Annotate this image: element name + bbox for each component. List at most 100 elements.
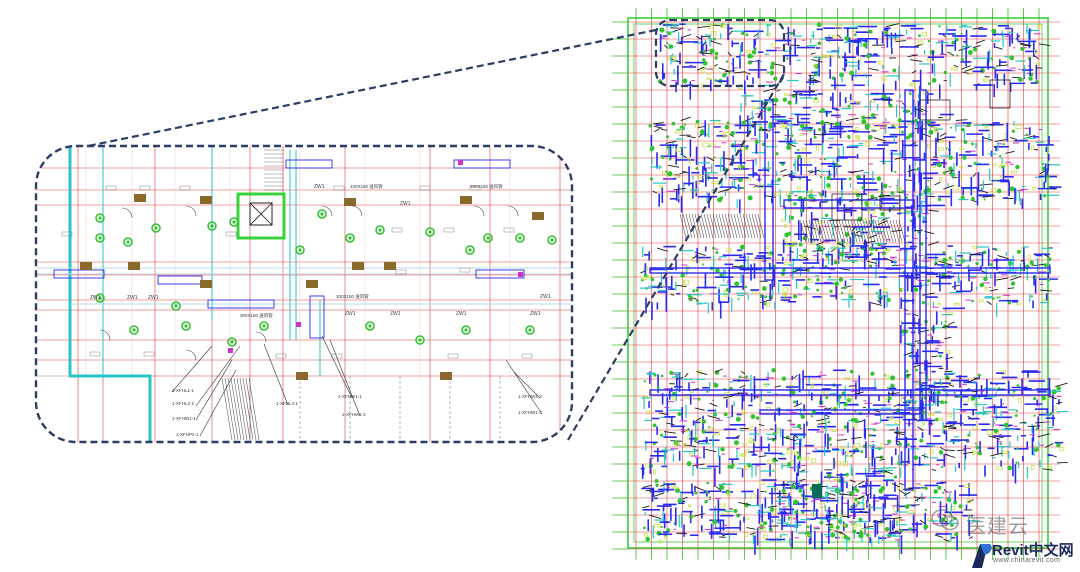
fixture-mark bbox=[870, 371, 875, 376]
fixture-mark bbox=[948, 166, 953, 171]
fixture-mark bbox=[905, 369, 909, 373]
equipment-box bbox=[840, 445, 846, 449]
room-label-box bbox=[275, 353, 287, 359]
fixture-mark bbox=[741, 120, 746, 125]
fixture-mark bbox=[734, 281, 740, 287]
equipment-box bbox=[842, 461, 848, 467]
leader-line bbox=[823, 407, 828, 410]
fixture-mark bbox=[682, 78, 688, 84]
hatch-line bbox=[748, 213, 756, 239]
fixture-mark bbox=[793, 400, 797, 404]
leader-line bbox=[964, 67, 975, 72]
equipment-box bbox=[811, 458, 817, 463]
light-fixture bbox=[461, 325, 471, 335]
hatch-line bbox=[853, 219, 861, 243]
fixture-mark bbox=[857, 216, 863, 222]
fixture-mark bbox=[819, 520, 824, 525]
equipment-box bbox=[794, 451, 800, 456]
leader-line bbox=[866, 260, 877, 264]
fixture-mark bbox=[706, 390, 709, 393]
fixture-mark bbox=[1014, 414, 1018, 417]
leader-line bbox=[329, 339, 361, 417]
equipment-box bbox=[722, 132, 730, 137]
fixture-mark bbox=[713, 156, 716, 159]
leader-line bbox=[870, 302, 883, 306]
equipment-box bbox=[967, 70, 974, 75]
fixture-mark bbox=[1015, 461, 1018, 464]
equipment-box bbox=[803, 157, 809, 163]
equipment-box bbox=[725, 248, 732, 252]
fixture-mark bbox=[919, 438, 924, 443]
fixture-mark bbox=[913, 401, 917, 404]
room-label-box bbox=[459, 267, 471, 273]
hatch-line bbox=[688, 213, 696, 239]
fixture-mark bbox=[834, 121, 840, 127]
fixture-mark bbox=[829, 528, 832, 532]
leader-line bbox=[696, 35, 702, 40]
fixture-mark bbox=[897, 118, 903, 123]
equipment-box bbox=[850, 520, 854, 526]
light-fixture-center bbox=[98, 236, 102, 240]
hatch-line bbox=[862, 219, 870, 243]
fixture-mark bbox=[967, 265, 970, 268]
equipment-box bbox=[835, 24, 842, 30]
fixture-mark bbox=[648, 124, 653, 128]
light-fixture bbox=[181, 321, 191, 331]
leader-line bbox=[675, 284, 687, 288]
fixture-mark bbox=[858, 531, 864, 537]
leader-line bbox=[919, 519, 926, 525]
leader-line bbox=[863, 240, 876, 245]
callout-source-box bbox=[654, 18, 786, 88]
leader-line bbox=[938, 260, 952, 266]
equipment-box bbox=[810, 383, 815, 389]
fixture-mark bbox=[798, 488, 803, 493]
equipment-box bbox=[880, 442, 885, 448]
room-label-box bbox=[61, 231, 73, 237]
fixture-mark bbox=[927, 179, 930, 182]
fixture-mark bbox=[1007, 300, 1012, 305]
fixture-mark bbox=[1056, 442, 1061, 448]
leader-line bbox=[807, 79, 817, 82]
fixture-mark bbox=[773, 76, 778, 81]
light-fixture-center bbox=[368, 324, 372, 328]
leader-line bbox=[727, 52, 732, 57]
hatch-line bbox=[859, 219, 867, 243]
fixture-mark bbox=[702, 263, 705, 266]
plan-frame-inner bbox=[633, 23, 1043, 543]
hatch-line bbox=[841, 219, 849, 243]
fixture-mark bbox=[983, 198, 986, 201]
equipment-box bbox=[854, 500, 858, 505]
leader-line bbox=[1042, 468, 1053, 471]
leader-line bbox=[934, 181, 941, 186]
fixture-mark bbox=[898, 442, 902, 446]
equipment-box bbox=[745, 449, 750, 453]
equipment-box bbox=[897, 485, 903, 490]
leader-line bbox=[961, 65, 971, 70]
fixture-mark bbox=[660, 525, 663, 529]
fixture-mark bbox=[1047, 257, 1052, 262]
equipment-box bbox=[984, 286, 988, 291]
equipment-box bbox=[844, 377, 851, 381]
duct-tag-box bbox=[309, 295, 325, 339]
equipment-box bbox=[750, 440, 755, 444]
fixture-mark bbox=[949, 126, 952, 129]
fixture-mark bbox=[747, 60, 753, 65]
fixture-mark bbox=[853, 486, 857, 491]
leader-line bbox=[841, 515, 851, 518]
leader-line bbox=[699, 52, 713, 55]
fixture-mark bbox=[735, 416, 741, 422]
shaft-box bbox=[831, 193, 863, 221]
equipment-box bbox=[779, 122, 784, 128]
room-label: ZW1 bbox=[530, 311, 541, 317]
fixture-mark bbox=[836, 512, 839, 515]
room-label-box bbox=[105, 185, 117, 191]
leader-line bbox=[505, 359, 543, 415]
equipment-box bbox=[653, 523, 661, 528]
fixture-mark bbox=[825, 396, 829, 400]
fixture-mark bbox=[714, 56, 718, 60]
leader-line bbox=[956, 449, 966, 452]
fixture-mark bbox=[738, 375, 742, 379]
leader-line bbox=[728, 133, 734, 137]
leader-line bbox=[653, 125, 663, 129]
logo-url: www.chinarevit.com bbox=[993, 557, 1061, 564]
